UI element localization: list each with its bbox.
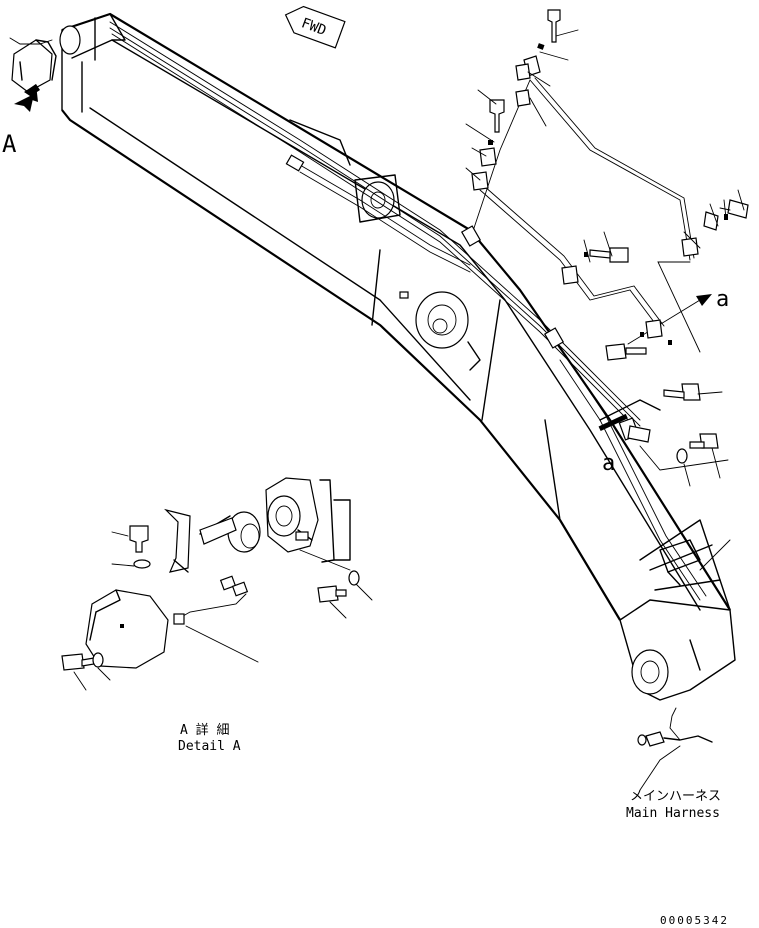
- harness-routing: [109, 21, 707, 601]
- boom-structure: [59, 12, 736, 701]
- fwd-indicator: FWD: [284, 5, 346, 49]
- head-lamp: [9, 37, 57, 93]
- drawing-number: 00005342: [660, 914, 729, 927]
- detail-a-title-en: Detail A: [178, 739, 241, 754]
- main-harness-connector: [637, 707, 713, 791]
- main-harness-label-jp: メインハーネス: [630, 789, 721, 804]
- view-a-label: A: [2, 130, 17, 158]
- section-mark-lower: a: [602, 451, 615, 476]
- main-harness-label-en: Main Harness: [626, 806, 720, 821]
- view-a-arrow: [14, 84, 40, 112]
- detail-a-view: [61, 477, 373, 691]
- detail-a-title-jp: A 詳 細: [180, 722, 229, 738]
- section-mark-upper: a: [716, 287, 729, 312]
- upper-hardware: [465, 9, 749, 571]
